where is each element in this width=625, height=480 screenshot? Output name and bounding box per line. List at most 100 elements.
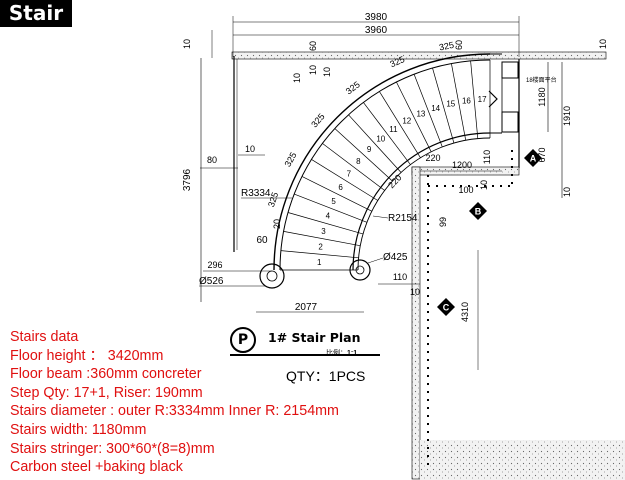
axis-marker-c — [437, 298, 455, 316]
step-number: 3 — [321, 227, 326, 236]
direction-arrow — [488, 90, 498, 108]
plan-title-block: P 1# Stair Plan 比例：1:1 — [230, 327, 380, 357]
dim-r-inner: R2154 — [388, 213, 418, 224]
dim-bot-2077: 2077 — [295, 302, 318, 313]
tread-line — [334, 128, 393, 182]
step-number: 6 — [338, 183, 343, 192]
tread-line — [470, 60, 479, 139]
dim-bot-296: 296 — [207, 260, 222, 270]
dim-top-10-left: 10 — [182, 39, 192, 49]
step-number: 1 — [317, 258, 322, 267]
step-number: 10 — [376, 134, 385, 143]
step-number: 4 — [326, 212, 331, 221]
axis-marker-label: A — [530, 154, 537, 164]
plan-scale-label: 比例： — [326, 350, 347, 357]
tread-line — [280, 250, 359, 259]
dim-mid-1200: 1200 — [452, 160, 472, 170]
dim-top-60-right: 60 — [454, 40, 464, 50]
dim-top-outer: 3980 — [365, 12, 388, 23]
dim-wall-10-c: 10 — [322, 67, 332, 77]
plan-scale: 比例：1:1 — [326, 348, 357, 358]
wall-right-lower — [411, 166, 421, 480]
landing-label: 18楼面平台 — [526, 76, 557, 84]
dim-vert-4310: 4310 — [460, 302, 470, 322]
step-number: 9 — [367, 145, 372, 154]
dim-low-10: 10 — [410, 287, 420, 297]
dim-wall-10-a: 10 — [292, 73, 302, 83]
plan-badge: P — [230, 327, 256, 353]
arc-dimension-label: 325 — [344, 79, 362, 96]
tread-line — [451, 63, 467, 141]
spec-line: Stairs stringer: 300*60*(8=8)mm — [10, 440, 215, 457]
arc-dimension-label: 325 — [283, 150, 299, 168]
dim-wall-60: 60 — [308, 41, 318, 51]
axis-markers: A B C — [437, 149, 542, 316]
step-number: 12 — [402, 117, 411, 126]
arc-dimension-label: 220 — [386, 172, 404, 190]
stair-title: Stair — [0, 0, 72, 27]
tread-line — [322, 143, 385, 191]
spec-line: Floor height ： 3420mm — [10, 347, 164, 364]
dim-right-670: 670 — [537, 147, 547, 162]
outer-stringer — [279, 59, 491, 271]
step-number: 7 — [347, 169, 352, 178]
dim-right-1910: 1910 — [562, 106, 572, 126]
inner-stringer-edge — [352, 132, 491, 271]
landing-post-top — [501, 61, 519, 79]
arc-dimension-label: 325 — [266, 191, 280, 208]
step-number: 15 — [446, 100, 455, 109]
tread-line — [396, 81, 432, 152]
inner-stringer — [357, 137, 491, 271]
arc-dimension-label: 325 — [438, 40, 455, 53]
base-circle-inner — [349, 259, 371, 281]
spec-line: Floor beam :360mm concreter — [10, 366, 202, 383]
dim-top-inner: 3960 — [365, 25, 388, 36]
tread-line — [413, 74, 443, 148]
dim-top-10-right: 10 — [598, 39, 608, 49]
wall-top — [231, 51, 607, 60]
dim-wall-10-b: 10 — [308, 65, 318, 75]
landing-post-bottom — [501, 111, 519, 133]
dim-mid-110: 110 — [482, 150, 492, 164]
tread-line — [379, 91, 421, 158]
plan-scale-value: 1:1 — [347, 350, 358, 357]
plan-underline — [230, 354, 380, 356]
tread-line — [311, 159, 378, 201]
stair-body — [259, 53, 502, 289]
step-number: 8 — [356, 157, 361, 166]
quantity-label: QTY：1PCS — [286, 368, 366, 384]
spec-line: Stairs data — [10, 329, 79, 345]
axis-marker-label: B — [475, 207, 482, 217]
step-number: 5 — [331, 197, 336, 206]
dim-d526: Ø526 — [199, 276, 224, 287]
tread-line — [294, 193, 368, 223]
dim-left-60: 60 — [256, 235, 268, 246]
base-circle-inner-core — [355, 265, 365, 275]
dim-left-20: 20 — [272, 219, 282, 229]
dim-low-110: 110 — [393, 272, 407, 282]
axis-marker-label: C — [443, 303, 450, 313]
plan-name: 1# Stair Plan — [268, 330, 361, 345]
spec-line: Step Qty: 17+1, Riser: 190mm — [10, 384, 203, 401]
spec-line: Stairs diameter : outer R:3334mm Inner R… — [10, 403, 339, 420]
step-number: 2 — [318, 242, 323, 251]
tread-line — [283, 231, 361, 247]
dim-wall-side-10: 10 — [245, 144, 255, 154]
dim-vert-99: 99 — [438, 217, 448, 227]
tread-line — [432, 67, 455, 144]
r-inner-leader — [372, 215, 389, 219]
d425-leader — [367, 257, 384, 264]
tread-line — [348, 114, 402, 173]
step-number: 17 — [478, 95, 487, 104]
spec-line: Stairs width: 1180mm — [10, 421, 147, 438]
floor-hatch — [420, 440, 625, 480]
base-circle-outer-core — [266, 270, 278, 282]
tread-line — [287, 212, 364, 235]
step-number: 14 — [431, 104, 440, 113]
dim-r-outer: R3334 — [241, 188, 271, 199]
step-number: 16 — [462, 97, 471, 106]
